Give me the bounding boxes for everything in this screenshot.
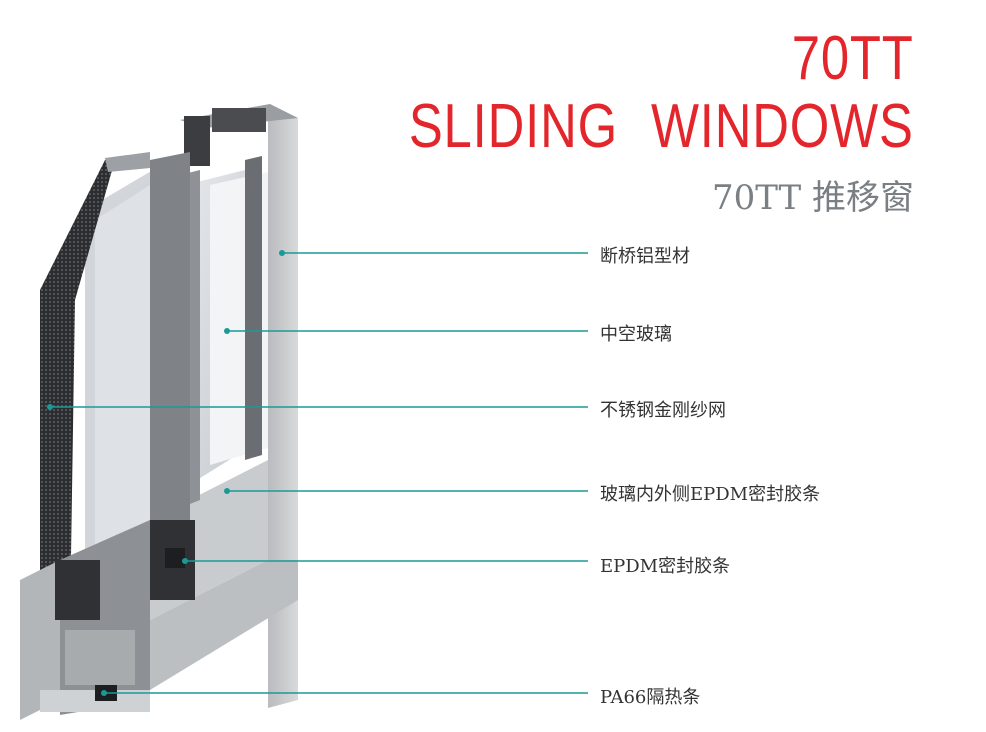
- callout-label-pa66: PA66隔热条: [600, 687, 701, 708]
- title-block: 70TT SLIDING WINDOWS 70TT 推移窗: [298, 28, 914, 219]
- callout-label-glass: 中空玻璃: [600, 324, 672, 345]
- chinese-subtitle: 70TT 推移窗: [711, 178, 914, 218]
- callout-dot-mesh: [47, 404, 53, 410]
- callout-dot-glass-seal: [224, 488, 230, 494]
- model-title: 70TT: [792, 24, 914, 93]
- bottom-profile: [20, 520, 195, 720]
- callout-lines: [47, 250, 588, 696]
- callout-dot-pa66: [101, 690, 107, 696]
- stainless-mesh-screen: [40, 152, 150, 660]
- callout-label-epdm: EPDM密封胶条: [600, 556, 731, 577]
- callout-dot-epdm: [182, 558, 188, 564]
- callout-dot-aluminium: [279, 250, 285, 256]
- callout-dot-glass: [224, 328, 230, 334]
- sash-glass: [85, 152, 190, 600]
- callout-label-glass-seal: 玻璃内外侧EPDM密封胶条: [600, 484, 821, 505]
- callout-label-aluminium: 断桥铝型材: [600, 246, 690, 267]
- callout-label-mesh: 不锈钢金刚纱网: [600, 400, 726, 421]
- product-title: SLIDING WINDOWS: [409, 92, 914, 161]
